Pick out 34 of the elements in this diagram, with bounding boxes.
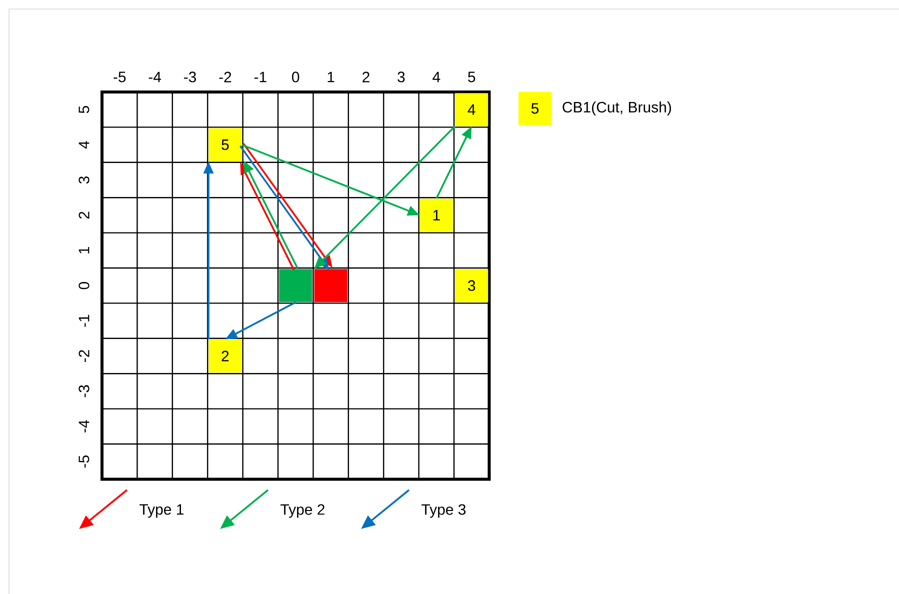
axis-tick-label: -3 — [184, 72, 196, 82]
colour-square — [314, 269, 348, 302]
axis-tick-label: -4 — [148, 72, 162, 82]
legend-label: Type 3 — [422, 504, 466, 518]
axis-tick-label: 0 — [78, 282, 90, 290]
number-box: 2 — [208, 340, 242, 372]
axis-tick-label: -2 — [219, 72, 232, 82]
legend-label: Type 2 — [280, 504, 324, 518]
axis-tick-label: -5 — [78, 456, 90, 468]
number-box: 4 — [455, 93, 488, 126]
axis-tick-label: 0 — [292, 72, 300, 82]
axis-tick-label: -5 — [114, 72, 126, 82]
axis-tick-label: -2 — [78, 350, 90, 362]
axis-tick-label: 4 — [432, 72, 440, 82]
axis-tick-label: 2 — [78, 212, 90, 219]
number-box: 5 — [518, 92, 552, 125]
legend-label: Type 1 — [140, 504, 184, 518]
key-label: CB1(Cut, Brush) — [562, 102, 671, 116]
axis-tick-label: 1 — [328, 72, 334, 82]
axis-tick-label: 4 — [78, 141, 90, 149]
axis-tick-label: -3 — [78, 385, 90, 398]
axis-tick-label: 1 — [78, 246, 90, 254]
axis-tick-label: 3 — [78, 176, 90, 184]
axis-tick-label: -4 — [78, 420, 90, 432]
axis-tick-label: 3 — [398, 72, 405, 82]
axis-tick-label: 2 — [362, 72, 370, 82]
axis-tick-label: -1 — [254, 72, 266, 82]
axis-tick-label: 5 — [468, 72, 476, 82]
number-box: 1 — [420, 198, 453, 232]
axis-tick-label: -1 — [78, 314, 90, 327]
colour-square — [279, 269, 312, 302]
axis-tick-label: 5 — [78, 106, 90, 114]
number-box: 3 — [455, 269, 488, 302]
number-box: 5 — [208, 128, 242, 162]
